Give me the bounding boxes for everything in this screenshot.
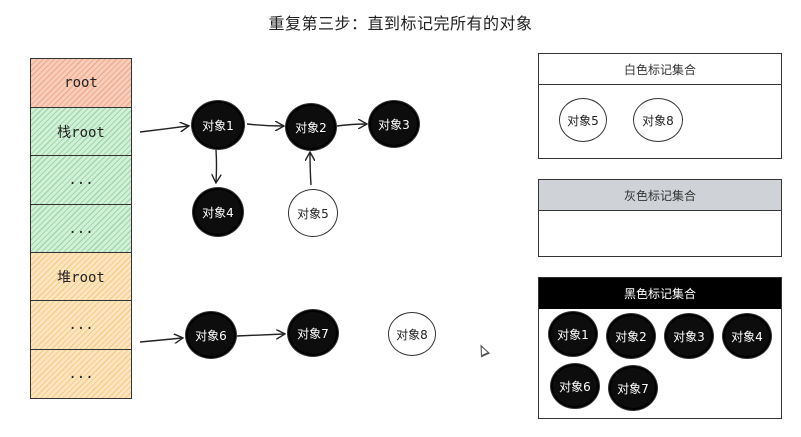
object-node-8: 对象8 bbox=[388, 312, 436, 356]
arrow-obj6-to-obj7 bbox=[236, 334, 284, 336]
arrow-obj5-to-obj2 bbox=[310, 153, 311, 186]
stack-cell-heap-root: 堆root bbox=[30, 252, 132, 303]
object-node-5: 对象5 bbox=[288, 189, 338, 237]
black-set-item: 对象3 bbox=[665, 314, 713, 358]
slide-title: 重复第三步：直到标记完所有的对象 bbox=[268, 14, 533, 33]
object-node-2: 对象2 bbox=[286, 104, 336, 150]
stack-cell-ellipsis: ... bbox=[30, 155, 132, 206]
stack-cell-ellipsis: ... bbox=[30, 348, 132, 399]
stack-cell-ellipsis: ... bbox=[30, 300, 132, 351]
stack-cell-root: root bbox=[30, 58, 132, 109]
black-set-title: 黑色标记集合 bbox=[539, 278, 781, 309]
black-set-item: 对象2 bbox=[607, 314, 655, 358]
white-set-item: 对象8 bbox=[633, 98, 683, 142]
gray-set-title: 灰色标记集合 bbox=[539, 180, 781, 211]
object-node-6: 对象6 bbox=[186, 312, 236, 358]
object-node-4: 对象4 bbox=[193, 188, 243, 236]
black-mark-set: 黑色标记集合 对象1 对象2 对象3 对象4 对象6 对象7 bbox=[538, 277, 782, 419]
arrow-obj1-to-obj2 bbox=[246, 124, 283, 126]
white-mark-set: 白色标记集合 对象5 对象8 bbox=[538, 53, 782, 159]
white-set-title: 白色标记集合 bbox=[539, 54, 781, 85]
object-node-3: 对象3 bbox=[369, 101, 419, 147]
black-set-item: 对象7 bbox=[609, 366, 657, 410]
arrow-stackroot-to-obj1 bbox=[139, 126, 188, 133]
arrow-heaproot-to-obj6 bbox=[139, 338, 182, 342]
black-set-item: 对象1 bbox=[549, 312, 597, 356]
black-set-item: 对象4 bbox=[723, 314, 771, 358]
gray-mark-set: 灰色标记集合 bbox=[538, 179, 782, 257]
object-node-7: 对象7 bbox=[288, 310, 338, 356]
white-set-item: 对象5 bbox=[559, 98, 607, 142]
arrow-obj2-to-obj3 bbox=[336, 124, 366, 126]
object-node-1: 对象1 bbox=[192, 101, 244, 149]
black-set-item: 对象6 bbox=[551, 364, 599, 408]
root-stack: root 栈root ... ... 堆root ... ... bbox=[30, 58, 132, 399]
arrow-obj1-to-obj4 bbox=[216, 149, 217, 182]
stack-cell-ellipsis: ... bbox=[30, 203, 132, 254]
